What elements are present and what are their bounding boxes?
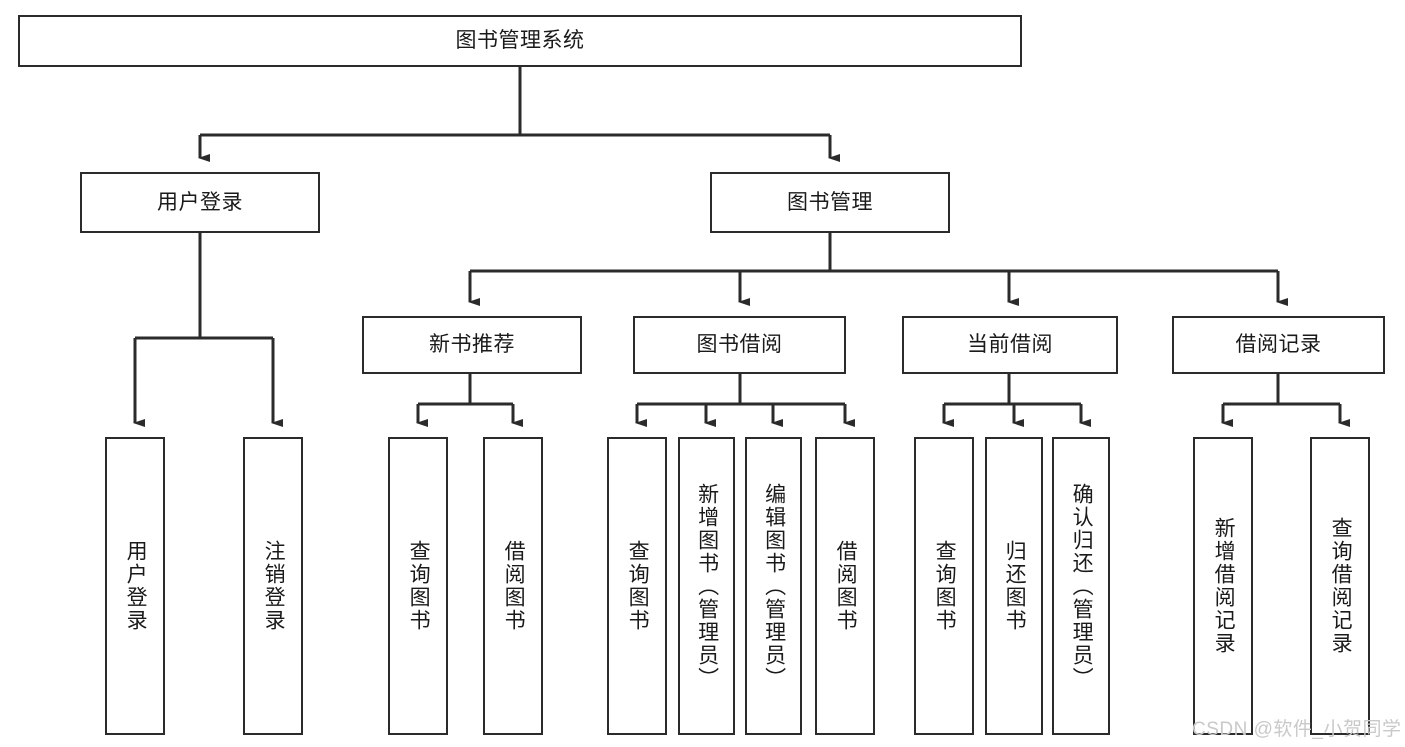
node-current-borrow-label: 当前借阅 — [967, 333, 1053, 357]
node-borrow-records-label: 借阅记录 — [1235, 333, 1322, 357]
node-user-login[interactable]: 用户登录 — [80, 172, 320, 233]
node-leaf-return-book-label: 归还图书 — [1003, 540, 1027, 632]
node-leaf-borrow-book-2-label: 借阅图书 — [834, 540, 858, 632]
node-leaf-query-borrow-record-label: 查询借阅记录 — [1329, 517, 1353, 655]
node-leaf-query-book-1[interactable]: 查询图书 — [388, 437, 448, 735]
node-leaf-confirm-return[interactable]: 确认归还（管理员） — [1052, 437, 1110, 735]
node-leaf-return-book[interactable]: 归还图书 — [985, 437, 1043, 735]
node-book-borrow-label: 图书借阅 — [696, 333, 783, 357]
node-leaf-query-borrow-record[interactable]: 查询借阅记录 — [1310, 437, 1370, 735]
node-borrow-records[interactable]: 借阅记录 — [1172, 316, 1385, 374]
node-leaf-borrow-book-1-label: 借阅图书 — [502, 540, 526, 632]
node-root[interactable]: 图书管理系统 — [18, 15, 1022, 67]
node-new-book-recommend-label: 新书推荐 — [429, 333, 515, 357]
node-leaf-query-book-2[interactable]: 查询图书 — [607, 437, 667, 735]
node-leaf-edit-book[interactable]: 编辑图书（管理员） — [745, 437, 802, 735]
node-leaf-query-book-2-label: 查询图书 — [626, 540, 650, 632]
node-book-borrow[interactable]: 图书借阅 — [633, 316, 846, 374]
node-leaf-logout[interactable]: 注销登录 — [243, 437, 303, 735]
node-leaf-add-book-label: 新增图书（管理员） — [695, 482, 719, 690]
csdn-watermark: CSDN @软件_小贺同学 — [1192, 719, 1402, 740]
node-leaf-user-login-label: 用户登录 — [124, 540, 148, 632]
node-leaf-edit-book-label: 编辑图书（管理员） — [762, 482, 786, 690]
node-leaf-user-login[interactable]: 用户登录 — [105, 437, 165, 735]
node-leaf-query-book-3[interactable]: 查询图书 — [914, 437, 974, 735]
node-book-management-label: 图书管理 — [787, 190, 873, 214]
node-leaf-query-book-3-label: 查询图书 — [933, 540, 957, 632]
node-leaf-confirm-return-label: 确认归还（管理员） — [1070, 482, 1094, 690]
node-leaf-add-book[interactable]: 新增图书（管理员） — [678, 437, 735, 735]
node-book-management[interactable]: 图书管理 — [710, 172, 950, 233]
node-current-borrow[interactable]: 当前借阅 — [902, 316, 1118, 374]
node-leaf-logout-label: 注销登录 — [262, 540, 286, 632]
node-leaf-add-borrow-record[interactable]: 新增借阅记录 — [1193, 437, 1253, 735]
node-leaf-add-borrow-record-label: 新增借阅记录 — [1212, 517, 1236, 655]
node-leaf-borrow-book-1[interactable]: 借阅图书 — [483, 437, 543, 735]
node-root-label: 图书管理系统 — [455, 29, 585, 53]
node-new-book-recommend[interactable]: 新书推荐 — [362, 316, 582, 374]
node-leaf-query-book-1-label: 查询图书 — [407, 540, 431, 632]
node-user-login-label: 用户登录 — [157, 190, 243, 214]
node-leaf-borrow-book-2[interactable]: 借阅图书 — [815, 437, 875, 735]
